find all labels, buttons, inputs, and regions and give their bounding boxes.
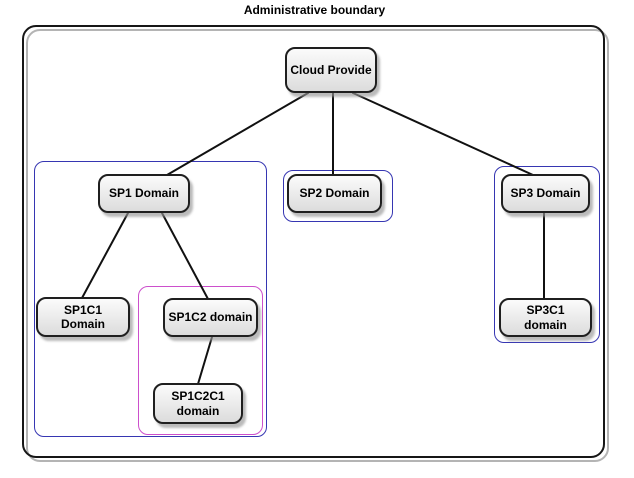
edge-sp1c2-sp1c2c1 bbox=[197, 336, 213, 385]
node-cloud-provider-label: Cloud Provide bbox=[290, 62, 372, 77]
node-sp1c2c1-domain: SP1C2C1 domain bbox=[153, 383, 243, 424]
node-sp1-domain-label: SP1 Domain bbox=[108, 186, 180, 201]
node-cloud-provider: Cloud Provide bbox=[285, 47, 377, 93]
node-sp3-domain: SP3 Domain bbox=[501, 174, 590, 213]
node-sp3-domain-label: SP3 Domain bbox=[510, 186, 581, 201]
node-sp1c2c1-domain-label: SP1C2C1 domain bbox=[171, 389, 225, 418]
node-sp1-domain: SP1 Domain bbox=[98, 174, 190, 213]
administrative-boundary-frame-shadow bbox=[26, 29, 609, 462]
node-sp2-domain-label: SP2 Domain bbox=[299, 186, 370, 201]
boundary-sp1-group bbox=[34, 161, 267, 437]
edge-cloud-sp3 bbox=[352, 92, 534, 176]
node-sp3c1-domain: SP3C1 domain bbox=[499, 298, 592, 337]
node-sp1c1-domain: SP1C1 Domain bbox=[36, 297, 130, 337]
diagram-title: Administrative boundary bbox=[243, 3, 386, 17]
boundary-sp2-group bbox=[283, 170, 393, 222]
edge-sp1-sp1c1 bbox=[81, 212, 129, 299]
node-sp3c1-domain-label: SP3C1 domain bbox=[524, 303, 567, 332]
edge-cloud-sp1 bbox=[166, 92, 309, 176]
node-sp1c2-domain: SP1C2 domain bbox=[163, 298, 258, 337]
edge-sp1-sp1c2 bbox=[161, 212, 209, 300]
node-sp1c2-domain-label: SP1C2 domain bbox=[168, 310, 253, 325]
administrative-boundary-frame bbox=[22, 25, 605, 458]
boundary-sp3-group bbox=[494, 166, 600, 343]
node-sp2-domain: SP2 Domain bbox=[287, 174, 382, 213]
node-sp1c1-domain-label: SP1C1 Domain bbox=[60, 302, 105, 331]
